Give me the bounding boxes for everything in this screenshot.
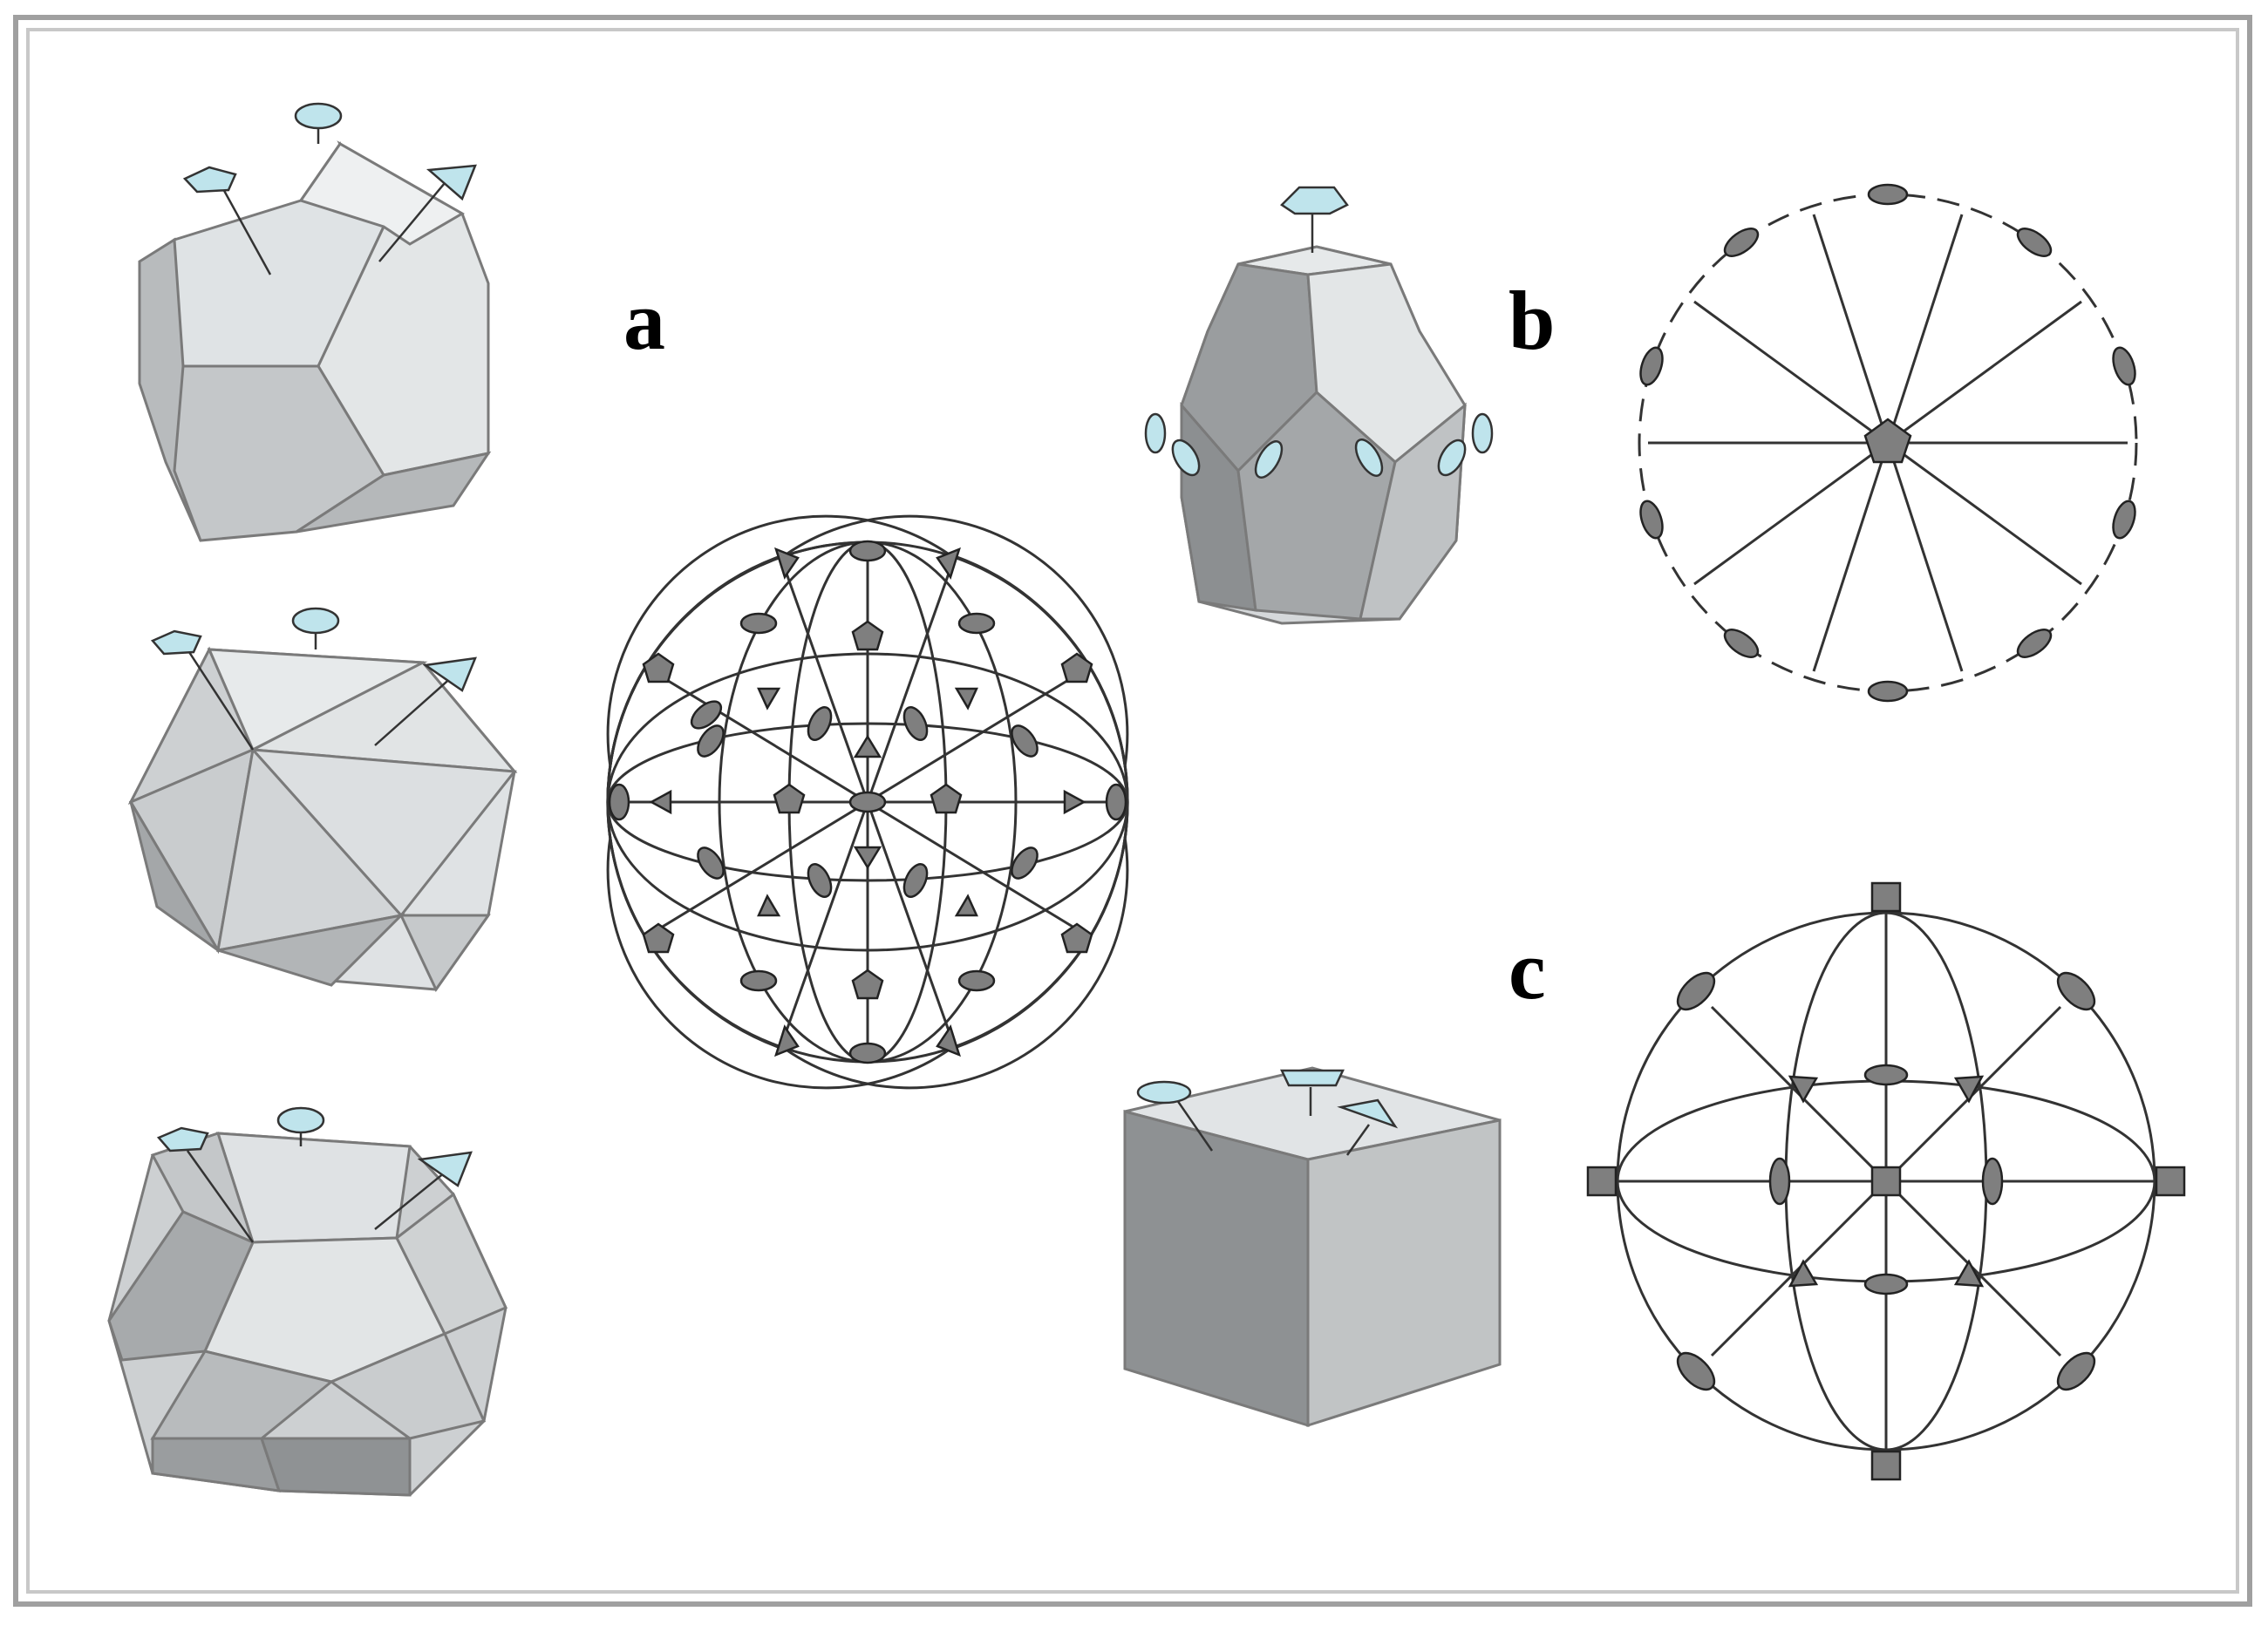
pentagonal-solid-symmetry-pins <box>1144 186 1494 479</box>
triacontahedron-symmetry-pins <box>156 1106 473 1243</box>
two-fold-axis-symbol <box>276 1106 325 1134</box>
three-fold-axis-symbols <box>1788 1075 1985 1288</box>
dodecahedron-symmetry-pins <box>182 102 477 275</box>
outer-border <box>13 15 2252 1607</box>
cube-symmetry-pins <box>1136 1069 1399 1156</box>
two-fold-axis-symbol <box>294 102 343 130</box>
pentagonal-solid <box>1180 245 1467 625</box>
icosahedral-stereogram-symbols <box>608 540 1127 1064</box>
four-fold-axis-symbol <box>1280 1069 1345 1087</box>
two-fold-axis-symbols <box>1639 183 2136 703</box>
five-fold-axis-symbol <box>1280 186 1349 215</box>
two-fold-axis-symbols <box>1676 971 2096 1391</box>
panel-label-a: a <box>623 274 665 367</box>
cube-solid <box>1123 1066 1502 1428</box>
two-fold-axis-symbol <box>291 607 340 635</box>
dodecahedron-solid <box>138 140 492 542</box>
inner-border <box>26 28 2239 1594</box>
two-fold-axis-symbol <box>1254 440 1284 479</box>
rhombic-triacontahedron-solid <box>107 1132 508 1497</box>
panel-label-c: c <box>1509 923 1546 1016</box>
three-fold-axis-symbol <box>426 164 477 201</box>
three-fold-axis-symbol <box>422 656 477 692</box>
three-fold-axis-symbol <box>1337 1098 1399 1129</box>
five-fold-axis-symbol <box>156 1126 209 1152</box>
five-fold-axis-symbol <box>1863 418 1912 464</box>
icosahedron-solid <box>127 646 518 992</box>
two-fold-axis-symbol <box>1471 412 1494 454</box>
two-fold-axis-symbol <box>1136 1080 1192 1105</box>
five-fold-axis-symbol <box>150 629 202 656</box>
two-fold-axis-symbol <box>1171 439 1201 477</box>
cubic-stereogram <box>1586 881 2186 1481</box>
pentagonal-stereogram <box>1638 183 2138 703</box>
panel-label-b: b <box>1509 274 1556 367</box>
two-fold-axis-symbol <box>1354 439 1384 477</box>
icosahedron-symmetry-pins <box>150 607 477 751</box>
three-fold-axis-symbol <box>417 1151 473 1187</box>
four-fold-axis-symbols <box>1586 881 2186 1481</box>
five-fold-axis-symbol <box>182 166 237 194</box>
two-fold-axis-symbol <box>1437 439 1467 477</box>
two-fold-axis-symbol <box>1144 412 1167 454</box>
